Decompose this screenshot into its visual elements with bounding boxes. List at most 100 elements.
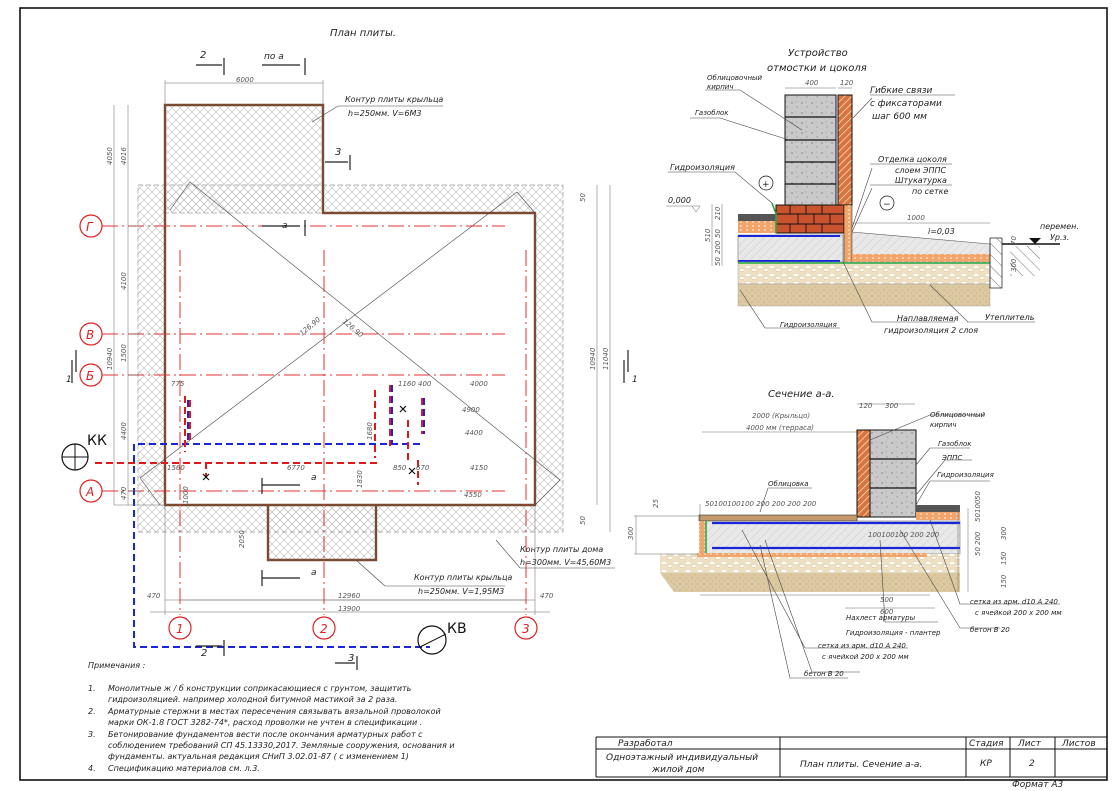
label-facing-brick-2: кирпич: [707, 83, 733, 91]
svg-text:150: 150: [1000, 551, 1008, 565]
label-ties-3: шаг 600 мм: [872, 112, 927, 122]
sewer-risers: [184, 385, 423, 485]
svg-text:100100100 200 200: 100100100 200 200: [868, 531, 940, 539]
detail-dims-left: 510 210 50 200 50 70 300: [704, 204, 1018, 272]
label-concrete-right: бетон В 20: [970, 626, 1010, 634]
label-ties-2: с фиксаторами: [870, 99, 942, 109]
svg-text:1680: 1680: [366, 422, 374, 440]
svg-text:600: 600: [880, 608, 894, 616]
label-facing-brick: Облицовочный: [930, 411, 986, 419]
sand-bed: [737, 283, 991, 307]
label-waterproofing: Гидроизоляция: [670, 163, 735, 172]
porch-top-params: h=250мм. V=6М3: [348, 109, 421, 118]
svg-text:6000: 6000: [236, 76, 254, 84]
label-concrete-left: бетон В 20: [804, 670, 844, 678]
plan-title: План плиты.: [330, 28, 396, 39]
svg-text:300: 300: [627, 526, 635, 540]
label-insulation: Утеплитель: [985, 313, 1035, 322]
sheet-title: План плиты. Сечение а-а.: [800, 760, 922, 770]
plan-dimension-labels: 6000 4050 4016 4100 1500 10940 4400 470 …: [106, 76, 610, 613]
label-facing-brick-2: кирпич: [930, 421, 956, 429]
note-3-line: фундаменты. актуальная редакция СНиП 3.0…: [108, 752, 409, 761]
svg-text:4100: 4100: [120, 272, 128, 290]
gas-block-wall: [784, 94, 837, 206]
label-fused-2: гидроизоляция 2 слоя: [884, 326, 978, 335]
svg-text:4400: 4400: [120, 422, 128, 440]
svg-text:−: −: [883, 200, 891, 210]
porch-bottom-params: h=250мм. V=1,95М3: [418, 587, 504, 596]
svg-text:12960: 12960: [338, 592, 361, 600]
svg-text:70: 70: [1010, 236, 1018, 245]
svg-text:120: 120: [840, 79, 854, 87]
svg-text:50: 50: [974, 547, 982, 556]
svg-text:1: 1: [176, 622, 184, 636]
svg-text:50: 50: [579, 516, 587, 525]
porch-bottom-outline: [266, 505, 378, 562]
label-cladding: Облицовка: [768, 480, 809, 488]
svg-text:4550: 4550: [464, 491, 482, 499]
axis-bubble-2: 2: [312, 616, 336, 640]
paper-format: Формат А3: [1012, 780, 1064, 790]
axis-bubble-1: 1: [168, 616, 192, 640]
svg-text:775: 775: [171, 380, 185, 388]
svg-text:25: 25: [652, 499, 660, 508]
brick-base: [775, 204, 845, 234]
label-planter: Гидроизоляция - плантер: [846, 629, 941, 637]
svg-text:850: 850: [393, 464, 407, 472]
water-supply-line: [133, 443, 430, 648]
section-gas-block: [869, 429, 917, 518]
facing-brick: [837, 94, 853, 206]
svg-text:300: 300: [1010, 258, 1018, 272]
section-facing-brick: [856, 429, 871, 518]
svg-text:2.: 2.: [88, 707, 96, 716]
level-0-000: 0,000: [668, 196, 691, 205]
stage-header: Стадия: [969, 739, 1004, 749]
note-3-line: Бетонирование фундаментов вести после ок…: [108, 730, 423, 739]
slab-diagonals: [139, 181, 561, 506]
section-mark-2-bottom: 2: [201, 648, 207, 659]
kv-water-inlet-icon: [417, 625, 447, 655]
svg-text:1.: 1.: [88, 684, 96, 693]
stage-value: КР: [980, 759, 992, 769]
svg-text:4000 мм (терраса): 4000 мм (терраса): [746, 424, 814, 432]
svg-text:50: 50: [974, 491, 982, 500]
house-slab-label: Контур плиты дома: [520, 545, 603, 554]
label-waterproofing: Гидроизоляция: [937, 471, 994, 479]
section-markers: [71, 58, 629, 670]
svg-text:+: +: [762, 180, 770, 190]
svg-text:50100100100 200 200 200 200: 50100100100 200 200 200 200: [705, 500, 817, 508]
svg-text:3.: 3.: [88, 730, 96, 739]
axis-bubble-3: 3: [514, 616, 538, 640]
svg-text:4000: 4000: [470, 380, 488, 388]
sheet-header: Лист: [1017, 739, 1042, 749]
sheets-header: Листов: [1061, 739, 1096, 749]
svg-text:4900: 4900: [462, 406, 480, 414]
detail-title: Устройство: [788, 48, 848, 59]
detail-title-2: отмостки и цоколя: [767, 63, 867, 74]
label-mesh-left-2: с ячейкой 200 х 200 мм: [822, 653, 909, 661]
dimension-lines: [113, 80, 611, 615]
svg-text:200: 200: [974, 531, 982, 545]
section-mark-2: 2: [200, 50, 206, 61]
section-dims-right: 50 100 50 200 50 300 150 150: [974, 491, 1008, 588]
section-mark-po-a: по а: [264, 52, 284, 62]
svg-text:2: 2: [320, 622, 328, 636]
svg-text:Г: Г: [86, 220, 94, 234]
section-title: Сечение а-а.: [768, 389, 835, 400]
svg-text:200: 200: [714, 240, 722, 254]
porch-bottom-label: Контур плиты крыльца: [414, 573, 512, 582]
label-gas-block: Газоблок: [938, 440, 972, 448]
svg-text:1500: 1500: [120, 344, 128, 362]
title-block: Разработал Одноэтажный индивидуальный жи…: [595, 736, 1107, 790]
note-2-line: марки ОК-1.8 ГОСТ 3282-74*, расход прово…: [108, 718, 422, 727]
note-3-line: соблюдением требований СП 45.13330,2017.…: [108, 741, 455, 750]
svg-text:В: В: [86, 328, 94, 342]
svg-text:50: 50: [974, 513, 982, 522]
axis-bubble-V: В: [79, 322, 103, 346]
svg-text:210: 210: [714, 206, 722, 220]
detail-leaders: [668, 89, 1035, 329]
sheet-number: 2: [1029, 759, 1035, 769]
water-risers: [187, 385, 425, 444]
svg-text:50: 50: [714, 229, 722, 238]
